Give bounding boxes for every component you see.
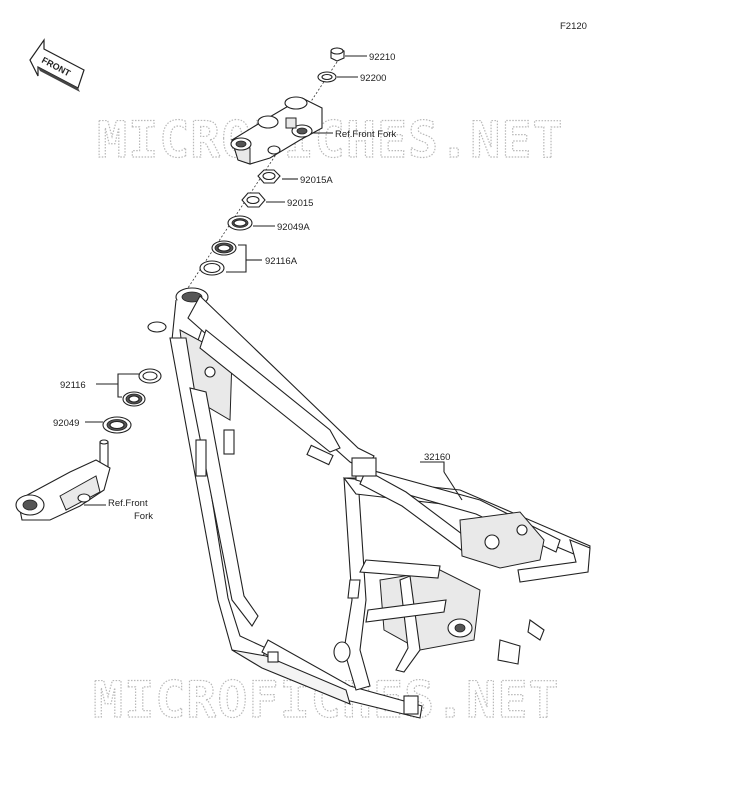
label-92116A: 92116A [265, 256, 298, 267]
lower-steering-stem [15, 439, 111, 521]
label-92015: 92015 [287, 198, 313, 209]
stem-nut [241, 192, 266, 208]
watermark-top: MICROFICHES.NET [97, 111, 564, 169]
label-92049A: 92049A [277, 222, 310, 233]
upper-triple-clamp [230, 96, 323, 165]
bearing-lower [122, 368, 162, 407]
front-arrow-icon: FRONT [29, 38, 85, 92]
stem-nut-a [257, 169, 281, 184]
frame-part [147, 287, 591, 719]
seal-lower [102, 416, 132, 434]
label-ref-front-fork-upper: Ref.Front Fork [335, 129, 396, 140]
label-ref-front-lower-2: Fork [134, 511, 153, 522]
figure-code: F2120 [560, 21, 587, 32]
bearing-a [199, 240, 237, 276]
label-92200: 92200 [360, 73, 386, 84]
washer-part [317, 71, 337, 83]
label-92116: 92116 [60, 380, 86, 391]
label-32160: 32160 [424, 452, 450, 463]
label-92015A: 92015A [300, 175, 333, 186]
label-92049: 92049 [53, 418, 79, 429]
label-92210: 92210 [369, 52, 395, 63]
seal-a [227, 215, 253, 231]
bolt-part [330, 47, 345, 62]
label-ref-front-lower-1: Ref.Front [108, 498, 148, 509]
